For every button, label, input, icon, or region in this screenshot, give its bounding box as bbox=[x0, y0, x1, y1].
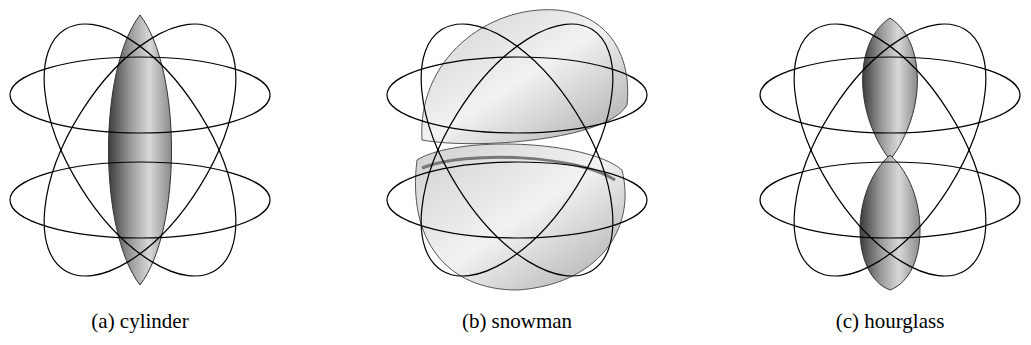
snowman-figure bbox=[382, 0, 651, 308]
figure-caption: (a) cylinder bbox=[91, 309, 188, 334]
hourglass-figure bbox=[755, 0, 1024, 308]
cylinder-figure bbox=[5, 0, 274, 308]
figure-caption: (c) hourglass bbox=[836, 309, 945, 334]
figure-caption: (b) snowman bbox=[462, 309, 572, 334]
